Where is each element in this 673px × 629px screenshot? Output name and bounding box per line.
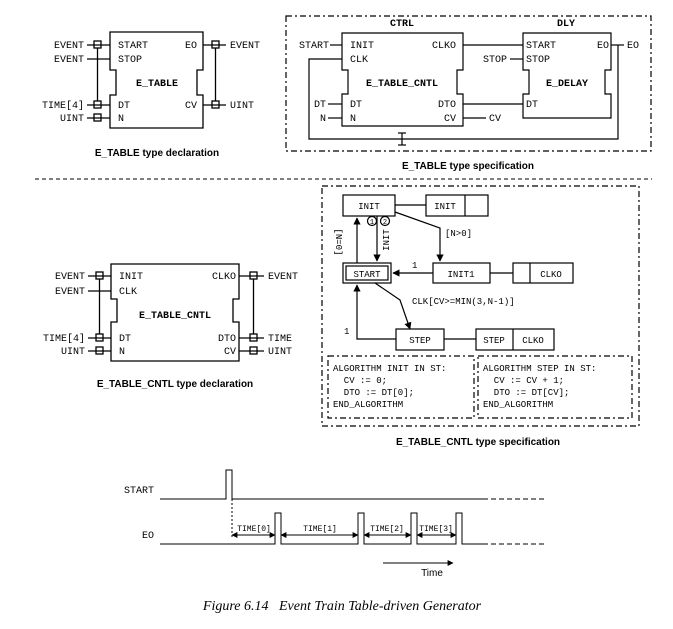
etable-spec-caption: E_TABLE type specification: [402, 161, 534, 172]
cntl-in-2: TIME[4]: [43, 333, 85, 345]
ctrl-pin-dt: DT: [350, 100, 362, 111]
cntl-pin-cv: CV: [224, 347, 236, 358]
etable-in-2: TIME[4]: [42, 100, 84, 112]
alg-step-1: CV := CV + 1;: [483, 376, 564, 386]
dly-pin-dt: DT: [526, 100, 538, 111]
etable-declaration: [87, 31, 226, 129]
ctrl-pin-clk: CLK: [350, 55, 368, 66]
alg-init-0: ALGORITHM INIT IN ST:: [333, 364, 446, 374]
trans-clk: CLK[CV>=MIN(3,N-1)]: [412, 297, 515, 307]
interval-1: TIME[1]: [303, 525, 337, 534]
trans-one-a: 1: [412, 261, 417, 271]
alg-init-3: END_ALGORITHM: [333, 400, 403, 410]
etable-decl-text: EVENT EVENT TIME[4] UINT START STOP DT N…: [42, 41, 260, 125]
ctrl-pin-n: N: [350, 114, 356, 125]
spec-n-in: N: [320, 114, 326, 125]
state-init: INIT: [358, 202, 380, 212]
spec-dt-in: DT: [314, 100, 326, 111]
state-step: STEP: [409, 336, 431, 346]
alg-step-0: ALGORITHM STEP IN ST:: [483, 364, 596, 374]
time-axis-label: Time: [421, 568, 443, 579]
sig-start: START: [124, 486, 154, 497]
etable-pin-cv: CV: [185, 101, 197, 112]
etable-out-1: UINT: [230, 101, 254, 112]
dly-pin-start: START: [526, 41, 556, 52]
alg-init-1: CV := 0;: [333, 376, 387, 386]
action-init: INIT: [434, 202, 456, 212]
action-clko-1: CLKO: [540, 270, 562, 280]
cntl-pin-dto: DTO: [218, 334, 236, 345]
ctrl-instance: CTRL: [390, 19, 414, 30]
stop-label: STOP: [483, 55, 507, 66]
ctrl-pin-init: INIT: [350, 41, 374, 52]
cntl-name: E_TABLE_CNTL: [139, 311, 211, 322]
interval-0: TIME[0]: [237, 525, 271, 534]
cntl-decl-caption: E_TABLE_CNTL type declaration: [97, 379, 253, 390]
cntl-pin-dt: DT: [119, 334, 131, 345]
etable-decl-caption: E_TABLE type declaration: [95, 148, 219, 159]
trans-one-b: 1: [344, 327, 349, 337]
dly-instance: DLY: [557, 19, 575, 30]
cntl-out-2: UINT: [268, 347, 292, 358]
spec-start-in: START: [299, 41, 329, 52]
etable-in-0: EVENT: [54, 41, 84, 52]
spec-cv-out: CV: [489, 114, 501, 125]
etable-pin-eo: EO: [185, 41, 197, 52]
cntl-spec-text: INIT START INIT1 STEP INIT CLKO STEP CLK…: [333, 202, 596, 410]
ctrl-pin-clko: CLKO: [432, 41, 456, 52]
alg-step-2: DTO := DT[CV];: [483, 388, 569, 398]
interval-3: TIME[3]: [419, 525, 453, 534]
cntl-spec-caption: E_TABLE_CNTL type specification: [396, 437, 560, 448]
cntl-in-1: EVENT: [55, 287, 85, 298]
etable-in-3: UINT: [60, 114, 84, 125]
etable-name: E_TABLE: [136, 79, 178, 90]
trans-n-gt-0: [N>0]: [445, 229, 472, 239]
dly-type: E_DELAY: [546, 79, 588, 90]
priority-1: 1: [370, 219, 374, 227]
alg-step-3: END_ALGORITHM: [483, 400, 553, 410]
trans-n0: [N=0]: [333, 228, 343, 255]
etable-pin-stop: STOP: [118, 55, 142, 66]
spec-eo-out: EO: [627, 41, 639, 52]
cntl-in-3: UINT: [61, 347, 85, 358]
etable-pin-n: N: [118, 114, 124, 125]
trans-init: INIT: [382, 229, 392, 251]
dly-pin-stop: STOP: [526, 55, 550, 66]
figure-caption: Figure 6.14 Event Train Table-driven Gen…: [202, 599, 482, 614]
etable-pin-start: START: [118, 41, 148, 52]
interval-2: TIME[2]: [370, 525, 404, 534]
ctrl-pin-cv: CV: [444, 114, 456, 125]
ctrl-pin-dto: DTO: [438, 100, 456, 111]
cntl-out-1: TIME: [268, 334, 292, 345]
alg-init-2: DTO := DT[0];: [333, 388, 414, 398]
cntl-spec: [321, 185, 640, 427]
dly-pin-eo: EO: [597, 41, 609, 52]
etable-in-1: EVENT: [54, 55, 84, 66]
cntl-pin-clko: CLKO: [212, 272, 236, 283]
state-init1: INIT1: [447, 270, 474, 280]
cntl-pin-clk: CLK: [119, 287, 137, 298]
timing-text: START EO TIME[0] TIME[1] TIME[2] TIME[3]…: [124, 486, 453, 579]
etable-pin-dt: DT: [118, 101, 130, 112]
etable-spec: [285, 15, 652, 152]
etable-out-0: EVENT: [230, 41, 260, 52]
action-clko-2: CLKO: [522, 336, 544, 346]
sig-eo: EO: [142, 531, 154, 542]
cntl-decl-text: EVENT EVENT TIME[4] UINT INIT CLK DT N C…: [43, 272, 298, 358]
cntl-in-0: EVENT: [55, 272, 85, 283]
state-start: START: [353, 270, 381, 280]
cntl-pin-n: N: [119, 347, 125, 358]
cntl-pin-init: INIT: [119, 272, 143, 283]
timing-diagram: [160, 469, 545, 566]
action-step: STEP: [483, 336, 505, 346]
priority-2: 2: [383, 219, 387, 227]
etable-spec-text: START DT N EO CV CTRL DLY INIT CLK DT N …: [299, 19, 639, 125]
cntl-out-0: EVENT: [268, 272, 298, 283]
cntl-declaration: [88, 263, 264, 362]
ctrl-type: E_TABLE_CNTL: [366, 79, 438, 90]
